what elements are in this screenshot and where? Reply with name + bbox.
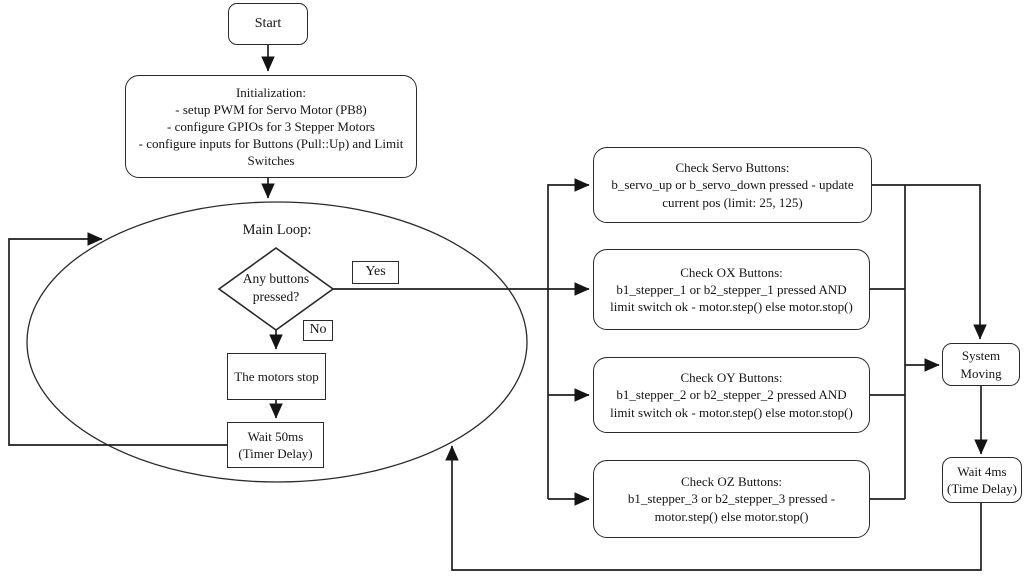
check-oz-line: b1_stepper_3 or b2_stepper_3 pressed - [627, 491, 836, 507]
check-servo-line: Check Servo Buttons: [675, 160, 790, 176]
decision-line: pressed? [252, 289, 300, 304]
wait50-line: (Timer Delay) [238, 446, 313, 461]
check-oy-line: Check OY Buttons: [680, 370, 783, 386]
node-decision-text: Any buttons pressed? [219, 255, 333, 321]
yes-label-box: Yes [352, 261, 399, 284]
check-ox-line: b1_stepper_1 or b2_stepper_1 pressed AND [616, 281, 847, 297]
check-oy-line: b1_stepper_2 or b2_stepper_2 pressed AND [616, 387, 847, 403]
init-line: - configure inputs for Buttons (Pull::Up… [138, 136, 404, 152]
main-loop-ellipse [26, 201, 528, 483]
init-line: Initialization: [235, 84, 307, 100]
node-wait-50ms: Wait 50ms (Timer Delay) [227, 422, 324, 468]
check-ox-line: Check OX Buttons: [680, 264, 783, 280]
wait4-line: (Time Delay) [947, 481, 1017, 496]
check-servo-line: b_servo_up or b_servo_down pressed - upd… [611, 177, 854, 193]
check-oz-line: Check OZ Buttons: [680, 474, 783, 490]
edge-servo-to-system-moving [872, 184, 987, 340]
wait4-line: Wait 4ms [957, 463, 1007, 479]
node-check-servo-buttons: Check Servo Buttons: b_servo_up or b_ser… [593, 147, 872, 223]
main-loop-label: Main Loop: [242, 222, 312, 239]
node-system-moving: System Moving [942, 343, 1020, 386]
system-moving-line: Moving [960, 365, 1002, 381]
decision-line: Any buttons [242, 271, 310, 287]
check-oy-line: limit switch ok - motor.step() else moto… [610, 404, 853, 420]
check-oz-line: motor.step() else motor.stop() [654, 508, 809, 524]
system-moving-line: System [961, 348, 1001, 364]
init-line: - setup PWM for Servo Motor (PB8) [175, 101, 367, 117]
edge-branch-to-check-servo [547, 178, 590, 499]
edge-wait50-loopback [8, 232, 227, 446]
no-label-box: No [303, 320, 333, 341]
decision-diamond-shape [217, 247, 335, 331]
node-start: Start [228, 3, 308, 45]
node-check-oz-buttons: Check OZ Buttons: b1_stepper_3 or b2_ste… [593, 460, 870, 538]
node-initialization: Initialization: - setup PWM for Servo Mo… [125, 75, 417, 178]
init-line: - configure GPIOs for 3 Stepper Motors [167, 118, 375, 134]
check-ox-line: limit switch ok - motor.step() else moto… [610, 299, 853, 315]
edge-wait4-loopback [445, 445, 982, 571]
node-check-oy-buttons: Check OY Buttons: b1_stepper_2 or b2_ste… [593, 357, 870, 433]
node-motors-stop: The motors stop [227, 353, 326, 400]
init-line: Switches [247, 153, 295, 169]
node-wait-4ms: Wait 4ms (Time Delay) [942, 457, 1022, 503]
start-label: Start [254, 15, 282, 31]
node-check-ox-buttons: Check OX Buttons: b1_stepper_1 or b2_ste… [593, 249, 870, 330]
check-servo-line: current pos (limit: 25, 125) [662, 194, 803, 210]
wait50-line: Wait 50ms [247, 428, 304, 444]
